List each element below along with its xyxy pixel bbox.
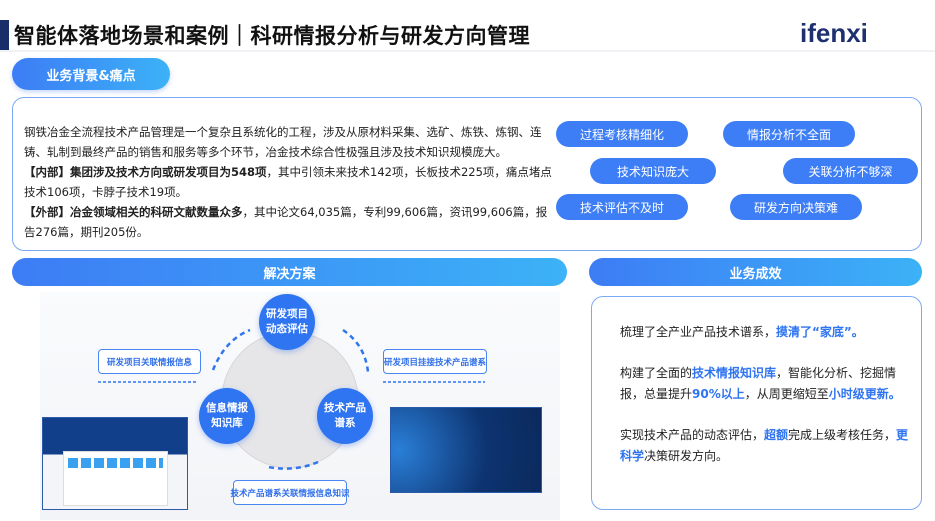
link-label-bottom: 技术产品谱系关联情报信息知识 bbox=[231, 480, 350, 505]
product-spectrum-screenshot bbox=[390, 407, 542, 493]
node-product-spectrum: 技术产品谱系 bbox=[317, 388, 373, 444]
arrow-right-down bbox=[342, 328, 370, 373]
para-internal: ，其中引领未来技术142项，长板技术225项，痛点堵点技术106项，卡脖子技术1… bbox=[24, 165, 552, 199]
para-overview: 钢铁冶金全流程技术产品管理是一个复杂且系统化的工程，涉及从原材料采集、选矿、炼铁… bbox=[24, 125, 542, 159]
link-label-right: 研发项目挂接技术产品谱系 bbox=[383, 349, 487, 374]
pain-tag: 关联分析不够深 bbox=[783, 158, 918, 184]
pain-tag: 技术评估不及时 bbox=[556, 194, 688, 220]
pain-tag: 过程考核精细化 bbox=[556, 121, 688, 147]
arrow-left-up bbox=[211, 328, 251, 371]
results-text: 梳理了全产业产品技术谱系，摸清了“家底”。 构建了全面的技术情报知识库，智能化分… bbox=[620, 322, 910, 487]
page-title: 智能体落地场景和案例｜科研情报分析与研发方向管理 bbox=[14, 24, 530, 48]
result-3: 实现技术产品的动态评估，超额完成上级考核任务，更科学决策研发方向。 bbox=[620, 428, 909, 463]
results-panel bbox=[591, 296, 922, 510]
result-1: 梳理了全产业产品技术谱系，摸清了“家底”。 bbox=[620, 325, 864, 339]
para-internal-title: 【内部】集团涉及技术方向或研发项目为548项 bbox=[24, 165, 267, 179]
result-2: 构建了全面的技术情报知识库，智能化分析、挖掘情报，总量提升90%以上，从周更缩短… bbox=[620, 366, 901, 401]
title-bar bbox=[0, 18, 935, 52]
section-results-label: 业务成效 bbox=[589, 258, 922, 286]
node-knowledge-base: 信息情报知识库 bbox=[199, 388, 255, 444]
section-solution-label: 解决方案 bbox=[12, 258, 567, 286]
node-rd-evaluation: 研发项目动态评估 bbox=[259, 294, 315, 350]
pain-tag: 研发方向决策难 bbox=[730, 194, 862, 220]
para-external: ，其中论文64,035篇，专利99,606篇，资讯99,606篇，报告276篇，… bbox=[24, 205, 548, 239]
section-background-label: 业务背景&痛点 bbox=[12, 58, 170, 90]
pain-tag: 技术知识庞大 bbox=[590, 158, 716, 184]
background-text: 钢铁冶金全流程技术产品管理是一个复杂且系统化的工程，涉及从原材料采集、选矿、炼铁… bbox=[24, 122, 554, 242]
title-accent bbox=[0, 20, 9, 50]
para-external-title: 【外部】冶金领域相关的科研文献数量众多 bbox=[24, 205, 243, 219]
arrow-bottom-left bbox=[267, 460, 319, 470]
link-label-left: 研发项目关联情报信息 bbox=[98, 349, 201, 374]
logo: ifenxi bbox=[800, 18, 868, 48]
knowledge-base-screenshot bbox=[42, 417, 188, 510]
pain-tag: 情报分析不全面 bbox=[723, 121, 855, 147]
